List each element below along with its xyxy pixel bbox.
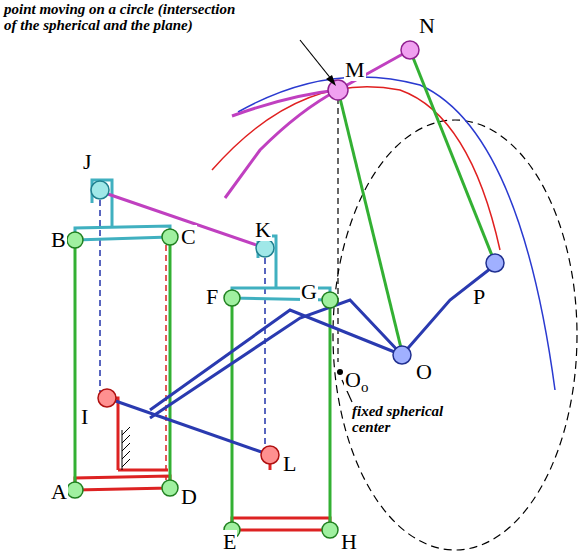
point-label: D <box>180 485 198 508</box>
point-label: F <box>205 285 219 308</box>
point-label: B <box>50 228 67 251</box>
point-label: P <box>472 285 486 308</box>
point-label: L <box>282 452 297 475</box>
point-label: N <box>418 14 436 37</box>
point-label: O <box>415 360 433 383</box>
point-label: J <box>82 150 93 173</box>
point-label: G <box>300 280 318 303</box>
point-label: E <box>222 530 237 553</box>
point-label: M <box>344 58 366 81</box>
callout-note: point moving on a circle (intersection o… <box>4 2 236 34</box>
point-label: H <box>340 530 358 553</box>
point-label: A <box>50 480 68 503</box>
point-label: K <box>254 218 272 241</box>
point-label: I <box>80 405 89 428</box>
callout-note: fixed spherical center <box>352 404 472 436</box>
point-label: o <box>360 380 370 396</box>
point-label: C <box>180 225 197 248</box>
